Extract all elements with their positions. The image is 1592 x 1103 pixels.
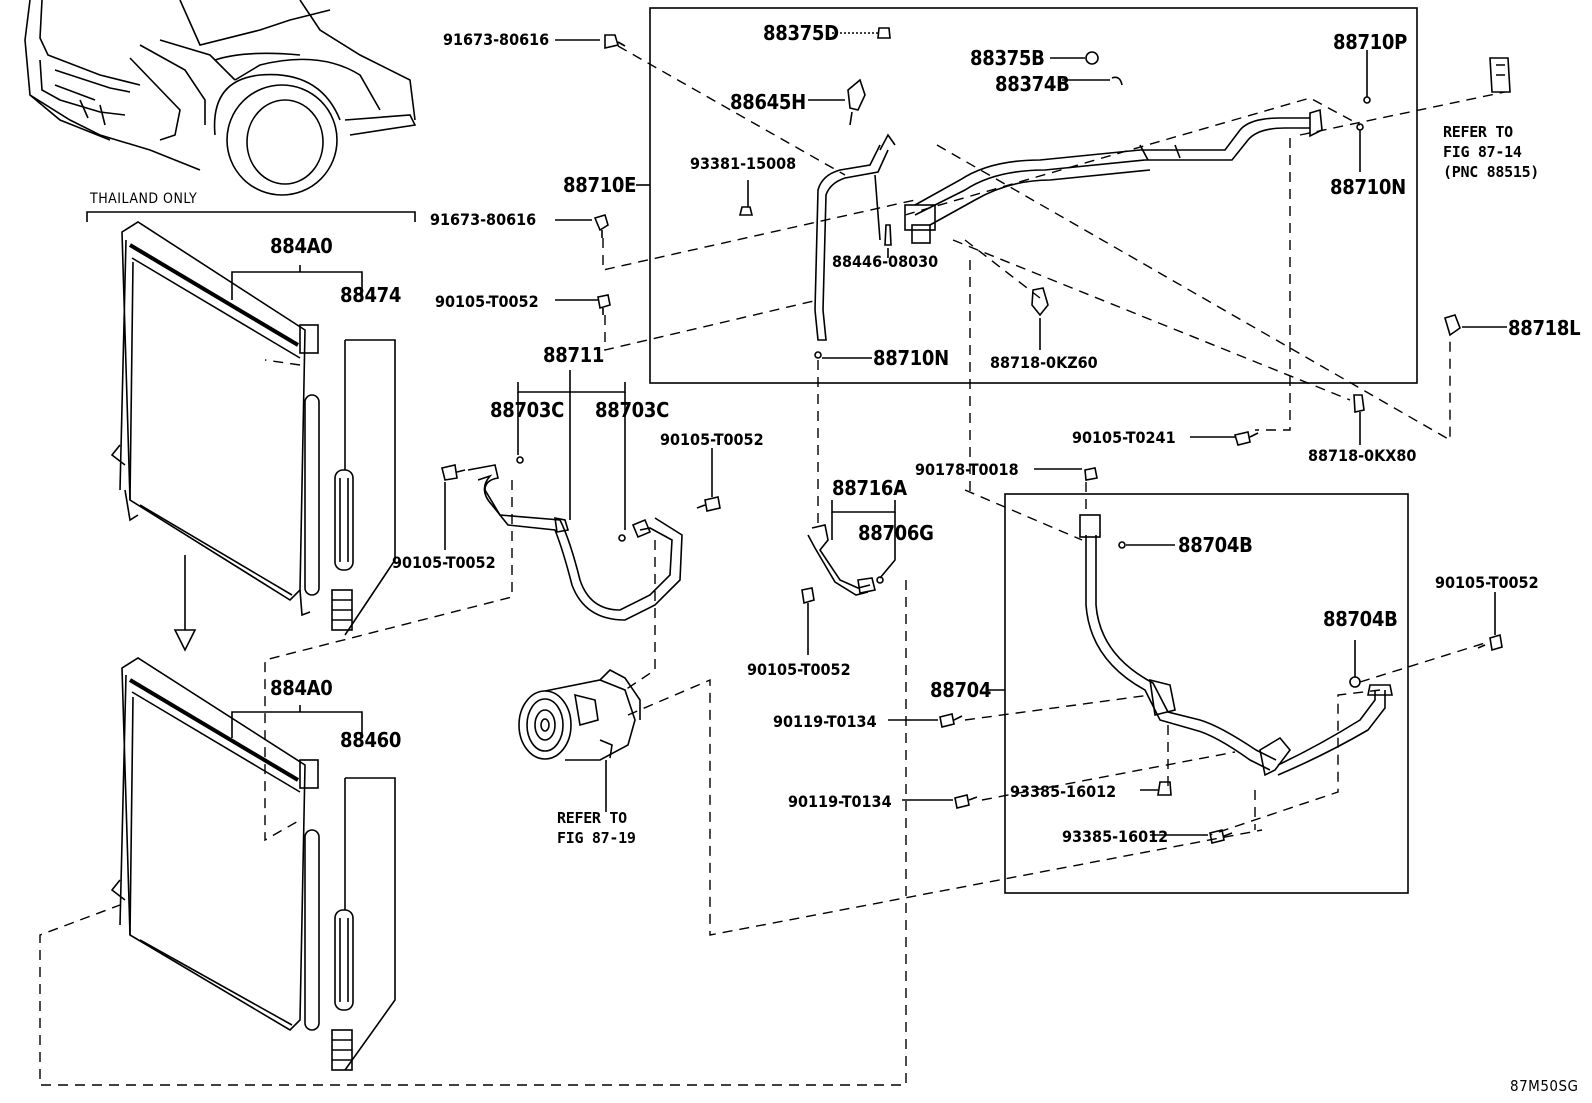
part-label-90119-T0134-top: 90119-T0134 (773, 712, 877, 731)
note-refer-fig-87-19: REFER TO FIG 87-19 (557, 809, 636, 847)
part-label-88703C-left: 88703C (490, 398, 565, 422)
part-label-88375B: 88375B (970, 46, 1045, 70)
part-label-90105-T0052-mid: 90105-T0052 (660, 430, 764, 449)
part-label-88711: 88711 (543, 343, 605, 367)
part-label-88710E: 88710E (563, 173, 637, 197)
part-label-91673-80616-top: 91673-80616 (443, 30, 550, 49)
part-label-90178-T0018: 90178-T0018 (915, 460, 1019, 479)
compressor-illustration (518, 669, 641, 761)
part-label-88718L: 88718L (1508, 316, 1581, 340)
lower-pipe-box (1004, 493, 1409, 894)
part-label-88710N-right: 88710N (1330, 175, 1406, 199)
suction-hose-88716A (801, 524, 876, 610)
part-label-88704B-top: 88704B (1178, 533, 1253, 557)
part-label-88716A: 88716A (832, 476, 907, 500)
part-label-884A0-upper: 884A0 (270, 234, 333, 258)
discharge-pipe-assembly (1079, 514, 1393, 777)
part-label-93385-16012-bottom: 93385-16012 (1062, 827, 1169, 846)
part-label-88718-0KZ60: 88718-0KZ60 (990, 353, 1098, 372)
part-label-88645H: 88645H (730, 90, 806, 114)
part-label-91673-80616-mid: 91673-80616 (430, 210, 537, 229)
part-label-88718-0KX80: 88718-0KX80 (1308, 446, 1417, 465)
condenser-upper (110, 221, 354, 631)
part-label-88710P: 88710P (1333, 30, 1407, 54)
upper-pipe-box (649, 7, 1418, 384)
part-label-90119-T0134-bottom: 90119-T0134 (788, 792, 892, 811)
part-label-90105-T0052-right: 90105-T0052 (1435, 573, 1539, 592)
note-thailand-only: THAILAND ONLY (90, 191, 198, 207)
vehicle-front-illustration (24, 0, 417, 196)
discharge-hose-88711 (467, 464, 683, 621)
part-label-88706G: 88706G (858, 521, 934, 545)
diagram-code: 87M50SG (1510, 1077, 1579, 1095)
part-label-90105-T0052-bottom: 90105-T0052 (747, 660, 851, 679)
note-refer-fig-87-14: REFER TO FIG 87-14 (PNC 88515) (1443, 123, 1540, 181)
part-label-93381-15008: 93381-15008 (690, 154, 797, 173)
part-label-88375D: 88375D (763, 21, 839, 45)
part-label-93385-16012-top: 93385-16012 (1010, 782, 1117, 801)
condenser-lower (110, 657, 354, 1071)
part-label-88704B-right: 88704B (1323, 607, 1398, 631)
part-label-90105-T0241: 90105-T0241 (1072, 428, 1176, 447)
part-label-88710N-lower: 88710N (873, 346, 949, 370)
part-label-88704: 88704 (930, 678, 992, 702)
suction-pipe-assembly (814, 108, 1323, 341)
part-label-88460: 88460 (340, 728, 402, 752)
part-label-88446-08030: 88446-08030 (832, 252, 939, 271)
part-label-88703C-right: 88703C (595, 398, 670, 422)
part-label-90105-T0052-upper: 90105-T0052 (435, 292, 539, 311)
part-label-88374B: 88374B (995, 72, 1070, 96)
assembly-dashed-lines (39, 45, 1506, 1086)
part-label-90105-T0052-left: 90105-T0052 (392, 553, 496, 572)
part-label-884A0-lower: 884A0 (270, 676, 333, 700)
part-label-88474: 88474 (340, 283, 402, 307)
